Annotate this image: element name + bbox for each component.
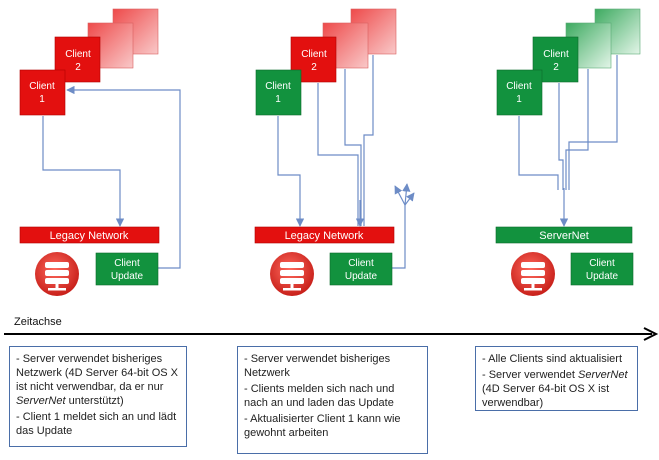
client-1-to-network-connector <box>277 116 305 227</box>
servernet-label: ServerNet <box>539 230 589 242</box>
client-3-to-network-connector <box>565 69 589 190</box>
panel-3: Client 2 Client 1 ServerNet Client Updat… <box>495 8 641 296</box>
client-update-label-1: Client <box>114 258 140 269</box>
client-1-label: Client <box>29 81 55 92</box>
client-2-number: 2 <box>75 62 81 73</box>
client-2-number: 2 <box>311 62 317 73</box>
client-2-label: Client <box>543 49 569 60</box>
client-stack: Client 2 Client 1 <box>496 8 641 116</box>
client-1-number: 1 <box>275 94 281 105</box>
client-1-label: Client <box>265 81 291 92</box>
client-update-box <box>95 252 159 286</box>
note-item: - Server verwendet ServerNet (4D Server … <box>482 369 628 409</box>
update-fan-arrow-2 <box>402 183 411 206</box>
client-update-box <box>570 252 634 286</box>
client-update-box <box>329 252 393 286</box>
client-2-label: Client <box>301 49 327 60</box>
update-to-client-1-connector <box>66 85 181 269</box>
client-stack: Client 2 Client 1 <box>255 8 397 116</box>
timeline-arrowhead <box>643 327 659 341</box>
note-item: - Clients melden sich nach und nach an u… <box>244 383 395 409</box>
legacy-network-bar <box>254 226 395 244</box>
legacy-network-bar <box>19 226 160 244</box>
client-4-to-network-connector <box>363 55 374 226</box>
note-item: - Client 1 meldet sich an und lädt das U… <box>16 411 177 437</box>
client-1-number: 1 <box>39 94 45 105</box>
client-1-number: 1 <box>516 94 522 105</box>
client-2-to-network-connector <box>317 83 359 226</box>
database-server-icon <box>35 252 79 296</box>
note-panel-3: - Alle Clients sind aktualisiert - Serve… <box>475 346 638 411</box>
client-update-label-1: Client <box>348 258 374 269</box>
database-server-icon <box>511 252 555 296</box>
client-1-box <box>496 69 543 116</box>
client-2-to-network-connector <box>558 83 564 190</box>
note-item: - Server verwendet bisheriges Netzwerk (… <box>16 353 178 407</box>
client-2-number: 2 <box>553 62 559 73</box>
database-server-icon <box>270 252 314 296</box>
note-item: - Alle Clients sind aktualisiert <box>482 353 623 365</box>
panel-1: Client 2 Client 1 Legacy Network Client … <box>19 8 181 296</box>
client-update-label-2: Update <box>345 271 378 282</box>
timeline-label: Zeitachse <box>14 316 62 328</box>
servernet-bar <box>495 226 633 244</box>
panel-2: Client 2 Client 1 Legacy Network Client … <box>254 8 415 296</box>
client-4-to-network-connector <box>568 55 618 190</box>
client-1-box <box>255 69 302 116</box>
client-1-to-network-connector <box>42 116 125 227</box>
client-2-label: Client <box>65 49 91 60</box>
legacy-network-label: Legacy Network <box>285 230 364 242</box>
client-update-label-2: Update <box>586 271 619 282</box>
client-3-to-network-connector <box>344 69 362 226</box>
update-fan-arrow-3 <box>404 192 415 206</box>
note-panel-2: - Server verwendet bisheriges Netzwerk -… <box>237 346 428 454</box>
client-stack: Client 2 Client 1 <box>19 8 159 116</box>
client-update-label-2: Update <box>111 271 144 282</box>
client-1-box <box>19 69 66 116</box>
note-item: - Aktualisierter Client 1 kann wie gewoh… <box>244 413 401 439</box>
update-fan-arrow-1 <box>394 185 406 206</box>
client-1-label: Client <box>506 81 532 92</box>
legacy-network-label: Legacy Network <box>50 230 129 242</box>
note-item: - Server verwendet bisheriges Netzwerk <box>244 353 391 379</box>
note-panel-1: - Server verwendet bisheriges Netzwerk (… <box>9 346 187 447</box>
client-update-label-1: Client <box>589 258 615 269</box>
update-fan-out-connector <box>392 205 406 269</box>
client-1-to-network-connector <box>518 116 559 190</box>
